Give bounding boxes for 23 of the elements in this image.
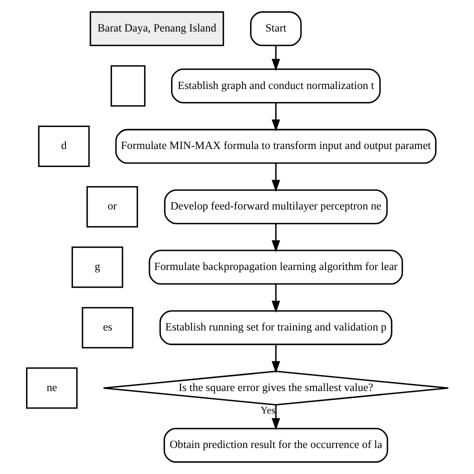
node-box: Establish running set for training and validation p (158, 310, 392, 346)
arrow (271, 344, 280, 374)
arrow (271, 405, 280, 430)
node-box: Develop feed-forward multilayer perceptron ne (164, 189, 388, 224)
node-box: Obtain prediction result for the occurrence of la (163, 428, 388, 463)
node-box: g (71, 246, 123, 288)
node-box: ne (26, 367, 78, 409)
node-box: Formulate backpropagation learning algorithm for lear (148, 250, 403, 285)
arrow (271, 224, 280, 252)
node-box: or (86, 186, 138, 228)
node-box: Formulate MIN-MAX formula to transform input and output paramet (114, 128, 436, 164)
arrow (271, 163, 280, 192)
node-box (110, 65, 145, 107)
node-box: es (81, 306, 133, 348)
node-box: Start (250, 11, 302, 46)
node-box: d (38, 126, 90, 168)
node-box: Establish graph and conduct normalization t (170, 68, 380, 104)
node-diamond: Is the square error gives the smallest value? (102, 370, 448, 406)
edge-label: Yes (260, 406, 275, 417)
node-box: Barat Daya, Penang Island (89, 11, 224, 46)
arrow (271, 46, 280, 71)
arrow (271, 102, 280, 132)
arrow (271, 284, 280, 313)
